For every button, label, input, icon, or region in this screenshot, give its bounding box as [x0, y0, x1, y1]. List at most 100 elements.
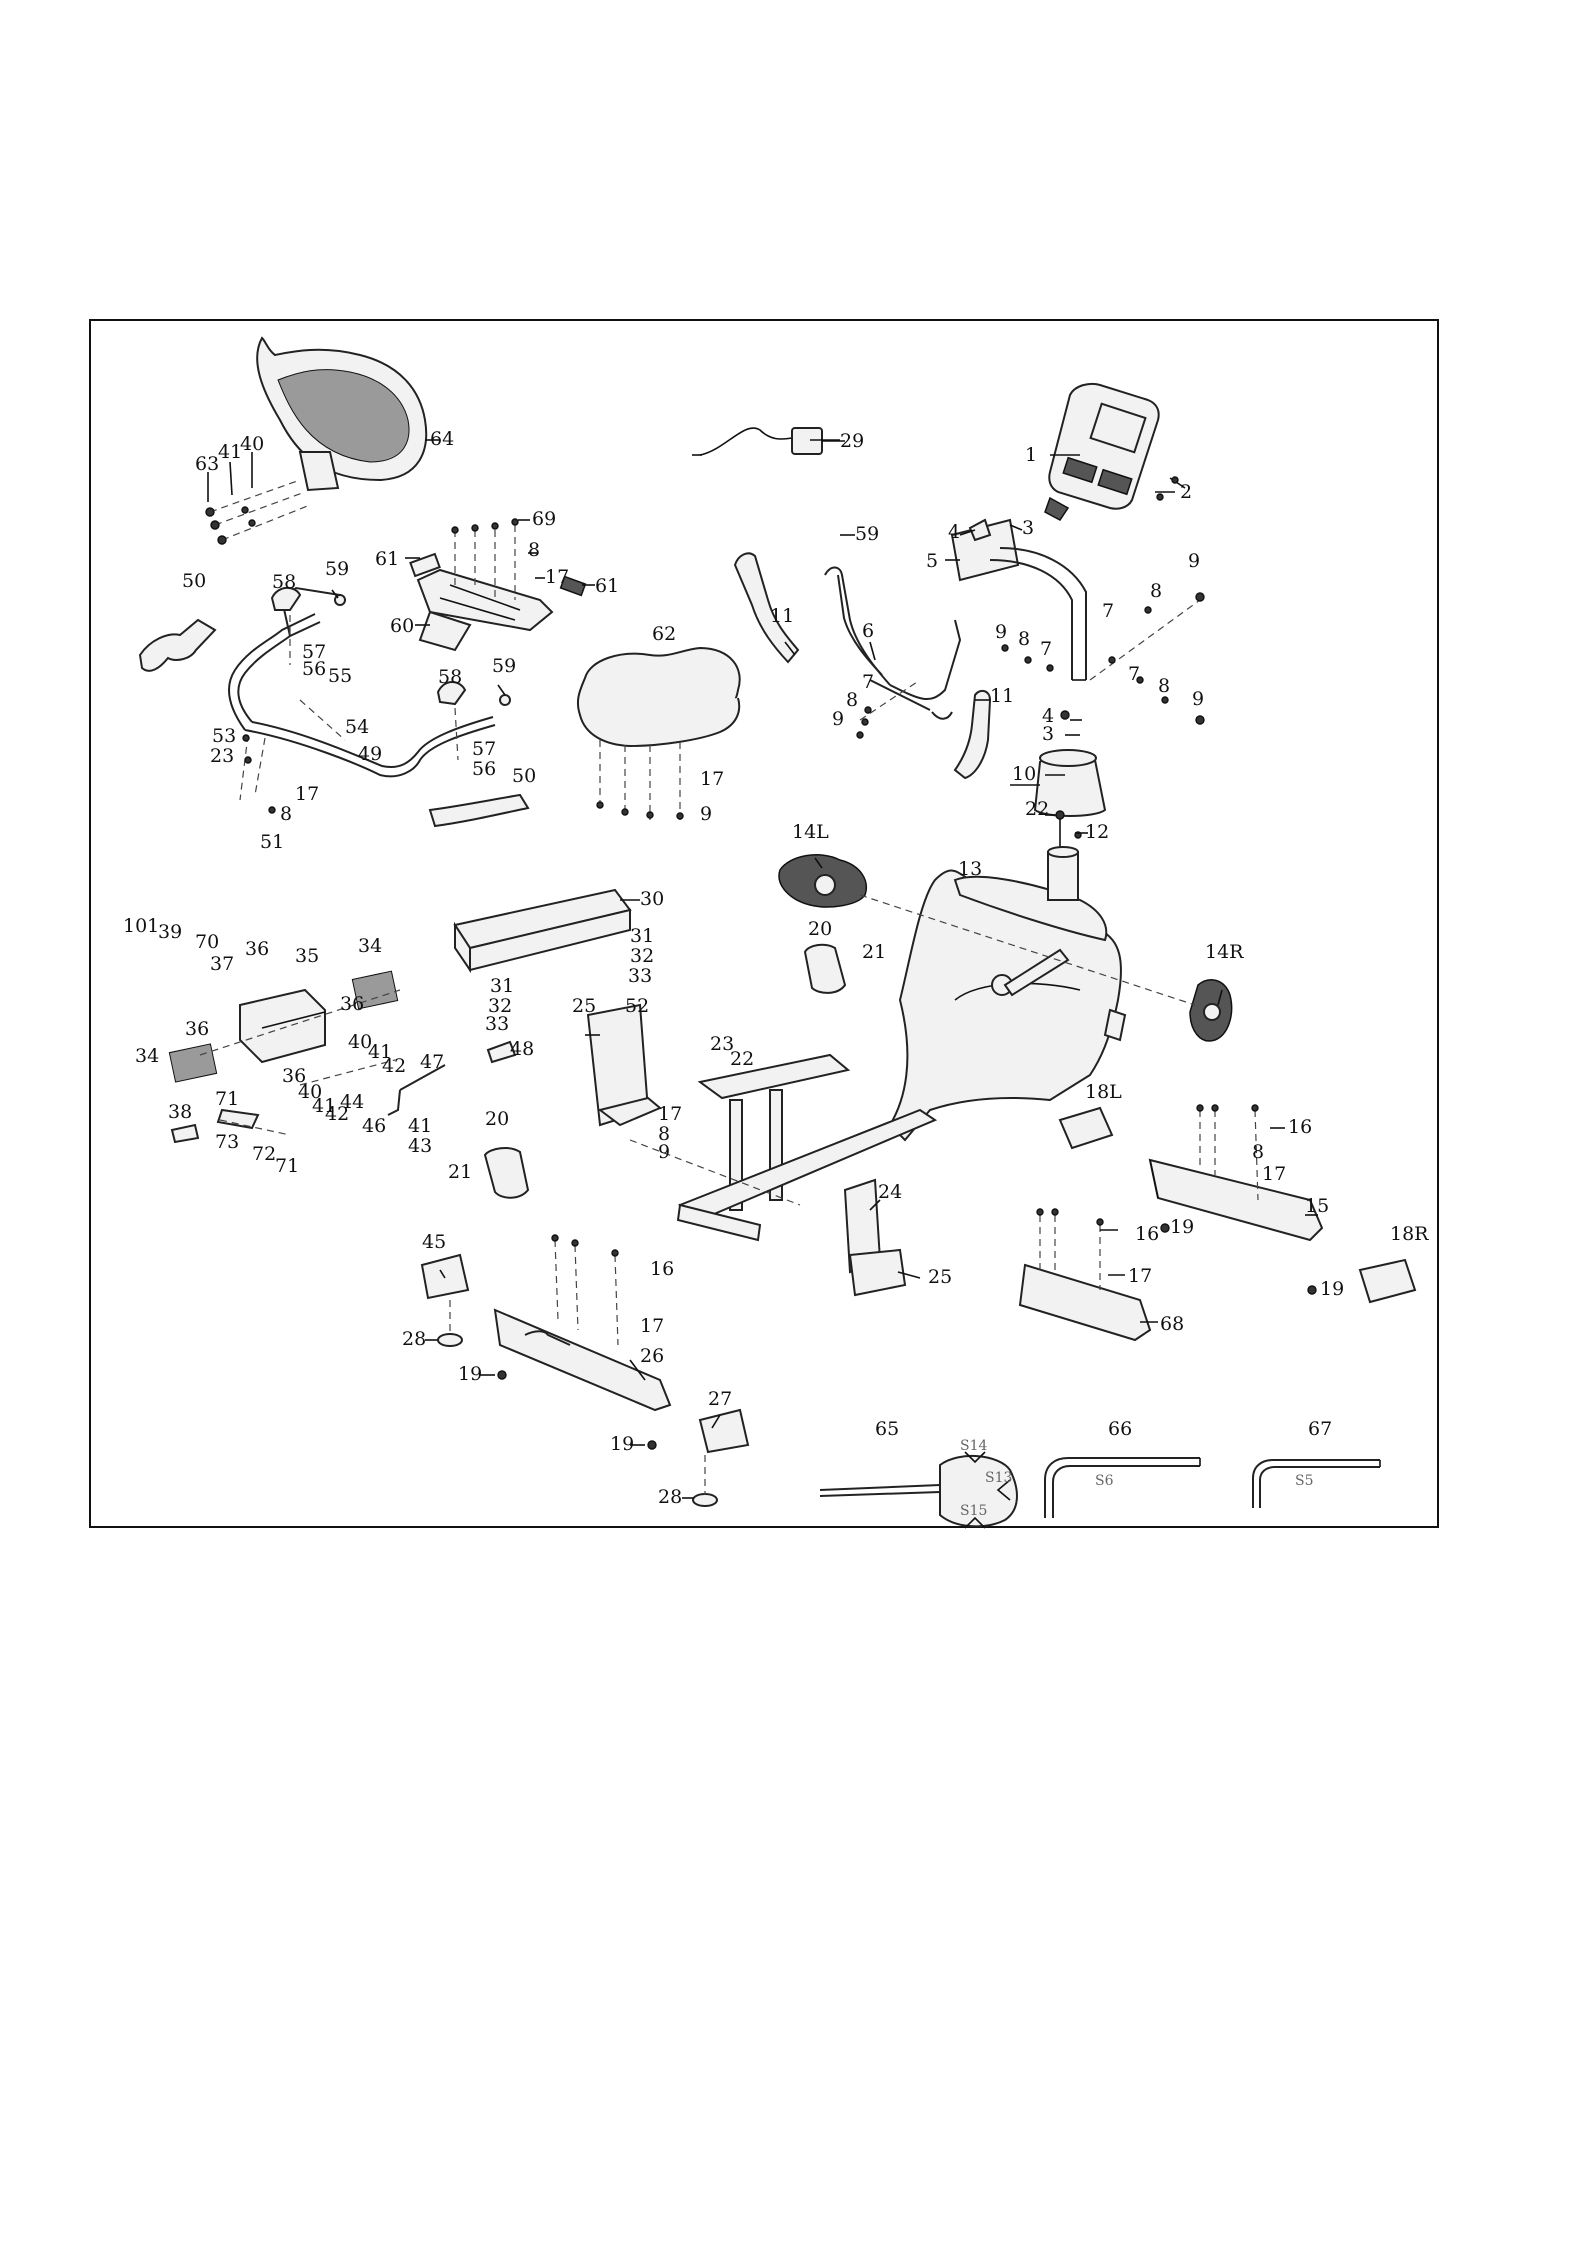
- bolts-7-8-9: [856, 592, 1205, 739]
- label-part-19a: 19: [1170, 1216, 1194, 1238]
- part-13-main-frame: [888, 846, 1127, 1142]
- parts-28-feet: [437, 1300, 718, 1507]
- parts-47-48-crank: [387, 1040, 517, 1116]
- label-part-30: 30: [640, 888, 664, 910]
- part-50-grip-left: [138, 618, 217, 672]
- label-part-57b: 57: [472, 738, 496, 760]
- label-part-19b: 19: [1320, 1278, 1344, 1300]
- label-part-45: 45: [422, 1231, 446, 1253]
- label-part-32a: 32: [488, 995, 512, 1017]
- label-part-71a: 71: [215, 1088, 239, 1110]
- label-part-46: 46: [362, 1115, 386, 1137]
- label-part-3: 3: [1022, 517, 1034, 539]
- label-part-8e: 8: [528, 539, 540, 561]
- label-part-7b: 7: [1040, 638, 1052, 660]
- label-part-26: 26: [640, 1345, 664, 1367]
- part-34-pedal-upper: [351, 970, 399, 1010]
- axle-line: [859, 894, 1196, 1006]
- label-part-7a: 7: [862, 671, 874, 693]
- label-part-41c: 41: [312, 1095, 336, 1117]
- label-part-17c: 17: [295, 783, 319, 805]
- wrench-mark-s14: S14: [960, 1438, 987, 1454]
- tool-size-marks: S14 S13 S15 S6 S5: [960, 1438, 1314, 1519]
- part-14R-right-cover: [1189, 979, 1233, 1042]
- part-base-frame: [676, 1053, 938, 1242]
- label-part-22b: 22: [730, 1048, 754, 1070]
- label-part-59a: 59: [325, 558, 349, 580]
- label-part-56a: 56: [302, 658, 326, 680]
- label-part-20b: 20: [485, 1108, 509, 1130]
- allen-mark-s5: S5: [1295, 1473, 1314, 1489]
- label-part-23a: 23: [210, 745, 234, 767]
- label-part-36b: 36: [340, 993, 364, 1015]
- label-part-7c: 7: [1102, 600, 1114, 622]
- label-part-63: 63: [195, 453, 219, 475]
- label-part-67: 67: [1308, 1418, 1332, 1440]
- part-10-shroud: [1033, 749, 1107, 817]
- label-part-40b: 40: [348, 1031, 372, 1053]
- label-part-43: 43: [408, 1135, 432, 1157]
- label-part-21b: 21: [448, 1161, 472, 1183]
- label-part-31b: 31: [630, 925, 654, 947]
- label-part-33a: 33: [485, 1013, 509, 1035]
- part-62-seat: [576, 646, 741, 820]
- label-part-44: 44: [340, 1091, 364, 1113]
- label-part-19d: 19: [610, 1433, 634, 1455]
- label-part-34b: 34: [135, 1045, 159, 1067]
- part-number-labels: 1 2 3 3 4 4 5 6 7 7 7 7 8 8 8 8 8 8 8 8 …: [123, 428, 1429, 1508]
- label-part-101: 101: [123, 915, 159, 937]
- label-part-4b: 4: [1042, 705, 1054, 727]
- label-part-61b: 61: [595, 575, 619, 597]
- label-part-16b: 16: [1135, 1223, 1159, 1245]
- label-part-8g: 8: [658, 1123, 670, 1145]
- part-5-console-mast: [950, 518, 1087, 681]
- label-part-37: 37: [210, 953, 234, 975]
- label-part-22a: 22: [1025, 798, 1049, 820]
- rear-stabilizer-bolts: [497, 1234, 657, 1450]
- label-part-8h: 8: [1252, 1141, 1264, 1163]
- label-part-24: 24: [878, 1181, 902, 1203]
- label-part-11b: 11: [990, 685, 1014, 707]
- label-part-9d: 9: [1192, 688, 1204, 710]
- label-part-2: 2: [1180, 481, 1192, 503]
- label-part-19c: 19: [458, 1363, 482, 1385]
- label-part-10: 10: [1012, 763, 1036, 785]
- label-part-42a: 42: [382, 1055, 406, 1077]
- label-part-6: 6: [862, 620, 874, 642]
- label-part-58a: 58: [272, 571, 296, 593]
- label-part-36d: 36: [282, 1065, 306, 1087]
- part-20-cover-bottom: [483, 1147, 530, 1199]
- part-18R-end-cap: [1358, 1258, 1417, 1304]
- label-part-8f: 8: [280, 803, 292, 825]
- label-part-17e: 17: [1262, 1163, 1286, 1185]
- label-part-50a: 50: [182, 570, 206, 592]
- label-part-9c: 9: [832, 708, 844, 730]
- part-60-seat-bracket: [409, 552, 587, 652]
- label-part-17b: 17: [700, 768, 724, 790]
- label-part-62: 62: [652, 623, 676, 645]
- bolts-63-40-41: [205, 452, 311, 545]
- part-65-multi-wrench: [819, 1451, 1018, 1529]
- label-part-58b: 58: [438, 666, 462, 688]
- bolts-51-53-23: [239, 699, 346, 814]
- label-part-5: 5: [926, 550, 938, 572]
- label-part-15: 15: [1305, 1195, 1329, 1217]
- label-part-9f: 9: [658, 1141, 670, 1163]
- label-part-38: 38: [168, 1101, 192, 1123]
- label-part-8b: 8: [1018, 628, 1030, 650]
- label-part-66: 66: [1108, 1418, 1132, 1440]
- label-part-11a: 11: [770, 605, 794, 627]
- label-part-40c: 40: [298, 1081, 322, 1103]
- label-part-4: 4: [948, 521, 960, 543]
- label-part-49: 49: [358, 743, 382, 765]
- allen-mark-s6: S6: [1095, 1473, 1114, 1489]
- label-part-9a: 9: [1188, 550, 1200, 572]
- label-part-16a: 16: [1288, 1116, 1312, 1138]
- part-50-grip-right: [428, 793, 530, 828]
- label-part-60: 60: [390, 615, 414, 637]
- part-11-grip-left: [733, 552, 800, 664]
- label-part-28a: 28: [402, 1328, 426, 1350]
- label-part-56b: 56: [472, 758, 496, 780]
- label-part-41b: 41: [368, 1041, 392, 1063]
- part-15-stabilizer: [1148, 1158, 1324, 1242]
